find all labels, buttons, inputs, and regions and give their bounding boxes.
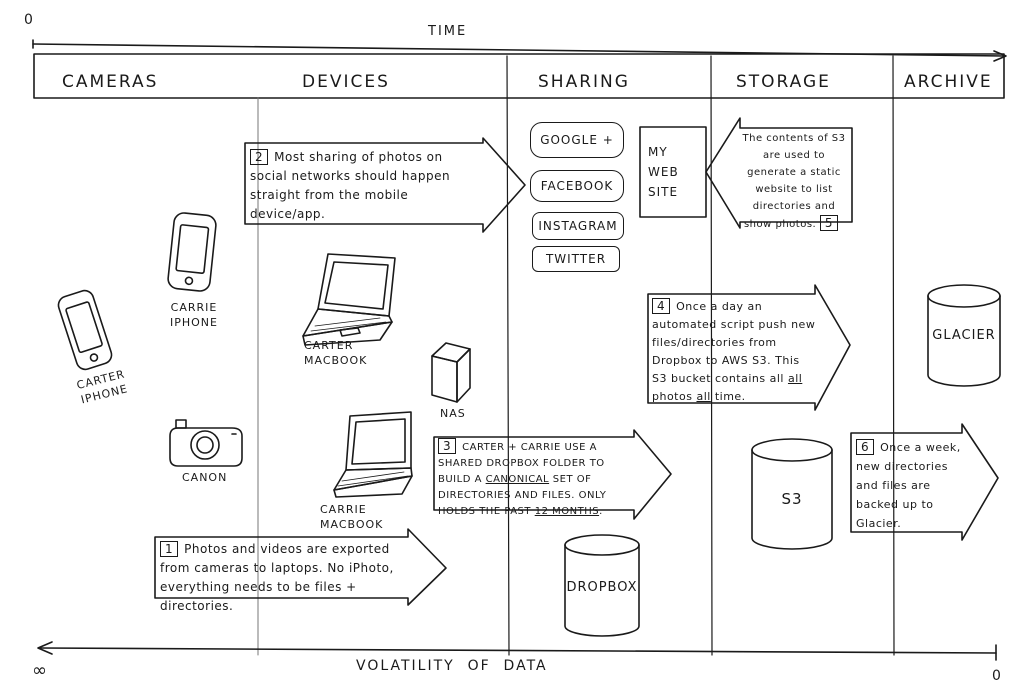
carter-macbook-icon: [302, 253, 396, 346]
note-3-number: 3: [438, 438, 457, 454]
note-1-text: Photos and videos are exported from came…: [160, 542, 394, 613]
column-header-cameras: CAMERAS: [62, 72, 159, 92]
volatility-axis-end-label: 0: [992, 668, 1003, 684]
time-axis-start-label: 0: [24, 12, 35, 28]
web-site-box: [639, 126, 707, 218]
note-5-text: The contents of S3 are used to generate …: [742, 133, 846, 230]
note-2-arrow: [244, 137, 526, 233]
carrie-iphone-icon: [167, 212, 217, 292]
s3-label: S3: [781, 490, 803, 508]
carter-iphone-icon: [57, 289, 113, 371]
divider-devices-sharing: [506, 55, 510, 656]
note-4-number: 4: [652, 298, 671, 314]
volatility-axis-label: VOLATILITY OF DATA: [356, 658, 548, 674]
note-1-number: 1: [160, 541, 179, 557]
volatility-axis-line: [39, 647, 997, 654]
note-5: The contents of S3 are used to generate …: [738, 130, 850, 233]
column-header-sharing: SHARING: [538, 72, 630, 92]
note-2-text: Most sharing of photos on social network…: [250, 150, 451, 221]
twitter-service: TWITTER: [532, 246, 620, 272]
column-header-band: [33, 53, 1005, 99]
glacier-label: GLACIER: [932, 328, 996, 343]
divider-storage-archive: [892, 55, 895, 656]
carrie-macbook-icon: [333, 411, 413, 498]
instagram-service: INSTAGRAM: [532, 212, 624, 240]
note-6-text: Once a week, new directories and files a…: [856, 441, 961, 530]
nas-icon: [431, 342, 471, 403]
note-2-number: 2: [250, 149, 269, 165]
column-header-devices: DEVICES: [302, 72, 390, 92]
facebook-service: FACEBOOK: [530, 170, 624, 202]
canon-camera-icon: [169, 419, 243, 467]
time-axis-arrowhead: [993, 50, 1007, 62]
note-6-arrow: [850, 423, 999, 541]
time-axis-label: TIME: [428, 24, 468, 39]
note-5-arrow: [705, 117, 853, 229]
dropbox-label: DROPBOX: [566, 580, 638, 595]
google-plus-service: GOOGLE +: [530, 122, 624, 158]
column-header-archive: ARCHIVE: [904, 72, 993, 92]
note-4-arrow: [647, 284, 851, 411]
note-6-number: 6: [856, 439, 875, 455]
column-header-storage: STORAGE: [736, 72, 831, 92]
note-1-arrow: [154, 528, 447, 606]
divider-sharing-storage: [710, 55, 713, 656]
volatility-axis-start-label: ∞: [32, 660, 49, 681]
nas-label: NAS: [440, 407, 466, 420]
s3-cylinder: [751, 438, 833, 550]
note-3-arrow: [433, 429, 672, 520]
glacier-cylinder: [927, 284, 1001, 387]
note-5-number: 5: [819, 215, 839, 231]
volatility-axis-arrowhead: [37, 641, 53, 655]
canon-label: CANON: [182, 471, 228, 484]
dropbox-cylinder: [564, 534, 640, 637]
